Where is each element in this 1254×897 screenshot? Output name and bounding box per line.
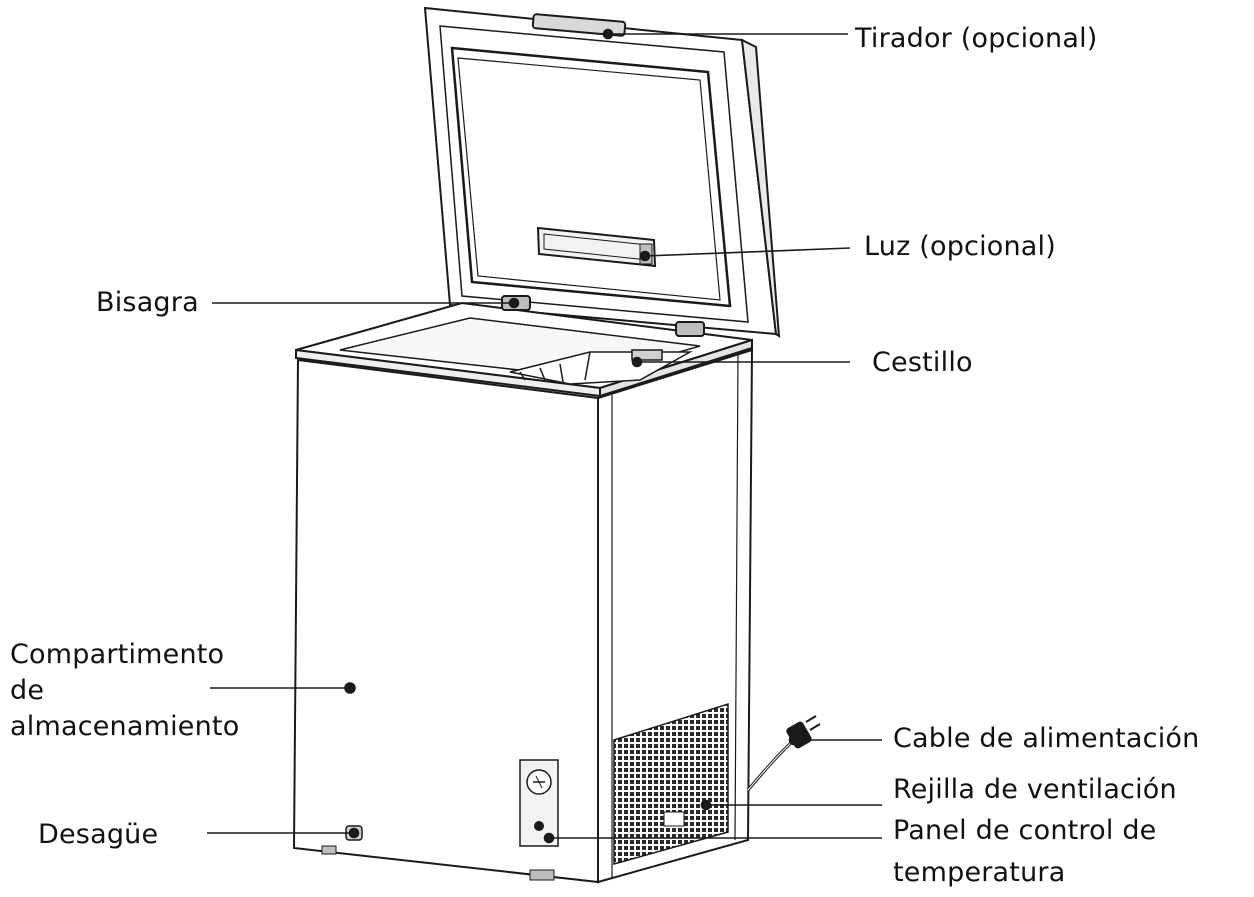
power-cable	[746, 715, 821, 791]
freezer-body	[292, 295, 754, 884]
label-drain: Desagüe	[38, 819, 159, 850]
basket	[509, 349, 693, 385]
label-power-cable: Cable de alimentación	[893, 723, 1200, 754]
temp-control-panel	[519, 759, 559, 847]
label-basket: Cestillo	[872, 347, 973, 378]
label-temp-panel-line1: Panel de control de	[893, 815, 1157, 846]
hinge-right	[675, 321, 705, 337]
label-hinge: Bisagra	[96, 287, 199, 318]
label-storage-line3: almacenamiento	[10, 711, 240, 742]
callout-lines	[207, 28, 882, 844]
label-light: Luz (opcional)	[864, 231, 1056, 262]
vent-grille	[613, 702, 729, 865]
label-temp-panel-line2: temperatura	[893, 857, 1066, 888]
label-handle: Tirador (opcional)	[855, 23, 1098, 54]
lid-handle	[531, 13, 627, 37]
lid	[423, 6, 781, 338]
label-storage-line2: de	[10, 675, 45, 706]
label-storage-line1: Compartimento	[10, 639, 225, 670]
label-vent-grille: Rejilla de ventilación	[893, 774, 1177, 805]
